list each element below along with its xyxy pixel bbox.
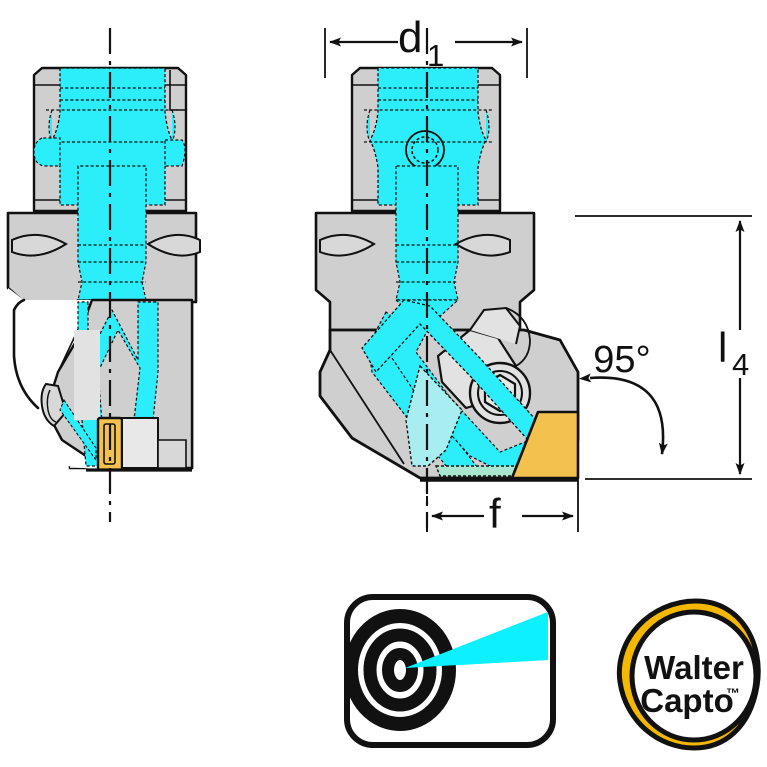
dimension-angle-95: 95° [579,339,668,455]
left-coolant-port-right [164,139,186,167]
left-clamp-inner [46,389,57,423]
right-coolant-bulge-right [485,109,490,143]
logo-text-walter: Walter [644,649,744,686]
l4-label: l [718,324,727,371]
logo-trademark: ™ [726,685,740,701]
right-coolant-neck [395,165,459,301]
dimension-l4: l 4 [575,215,752,480]
left-insert-backing [121,417,159,469]
right-flange-slot-left [319,233,376,257]
precision-cooling-icon [344,594,556,748]
right-clamp-head-arc [505,307,531,367]
d1-subscript: 1 [427,38,444,73]
left-coolant-nozzle [59,398,97,462]
angle-label: 95° [593,339,650,381]
left-coolant-neck [77,165,147,301]
left-lower-detail [157,439,187,469]
logo-inner-circle [629,609,759,743]
view-left-side [6,28,201,522]
left-flange-slot-right [146,233,201,257]
left-coolant-bulge-right [171,109,176,143]
left-shank-notch [169,70,186,111]
target-rings [344,609,456,731]
walter-capto-logo: Walter Capto ™ [616,598,761,751]
right-flange-slot-right [454,233,511,257]
right-coolant-bulge-left [366,109,371,143]
right-coolant-main-v [361,299,573,455]
target-ring-inner [382,648,418,692]
right-head-facet-c [319,395,353,439]
f-label: f [489,490,501,537]
left-seat-pocket [74,330,100,420]
dimension-d1: d 1 [324,13,528,78]
target-ring-middle [363,628,437,712]
logo-text-capto: Capto [640,682,734,719]
l4-subscript: 4 [732,347,749,382]
left-coolant-bulge-left [48,109,53,143]
target-ring-outer [344,609,456,731]
view-right-front [314,28,580,528]
right-coolant-port-circle-inner [411,136,439,164]
right-head-facet-b [559,339,579,373]
coolant-jet-front [405,612,548,668]
angle-arc [579,373,668,455]
dimension-f: f [426,470,579,537]
left-head-outer-curve [12,298,40,410]
left-coolant-port-left [33,137,61,167]
right-head-facet-a [329,349,405,465]
right-seat-support [405,364,463,467]
d1-label: d [398,13,422,62]
left-flange-slot-left-edge [11,243,67,257]
